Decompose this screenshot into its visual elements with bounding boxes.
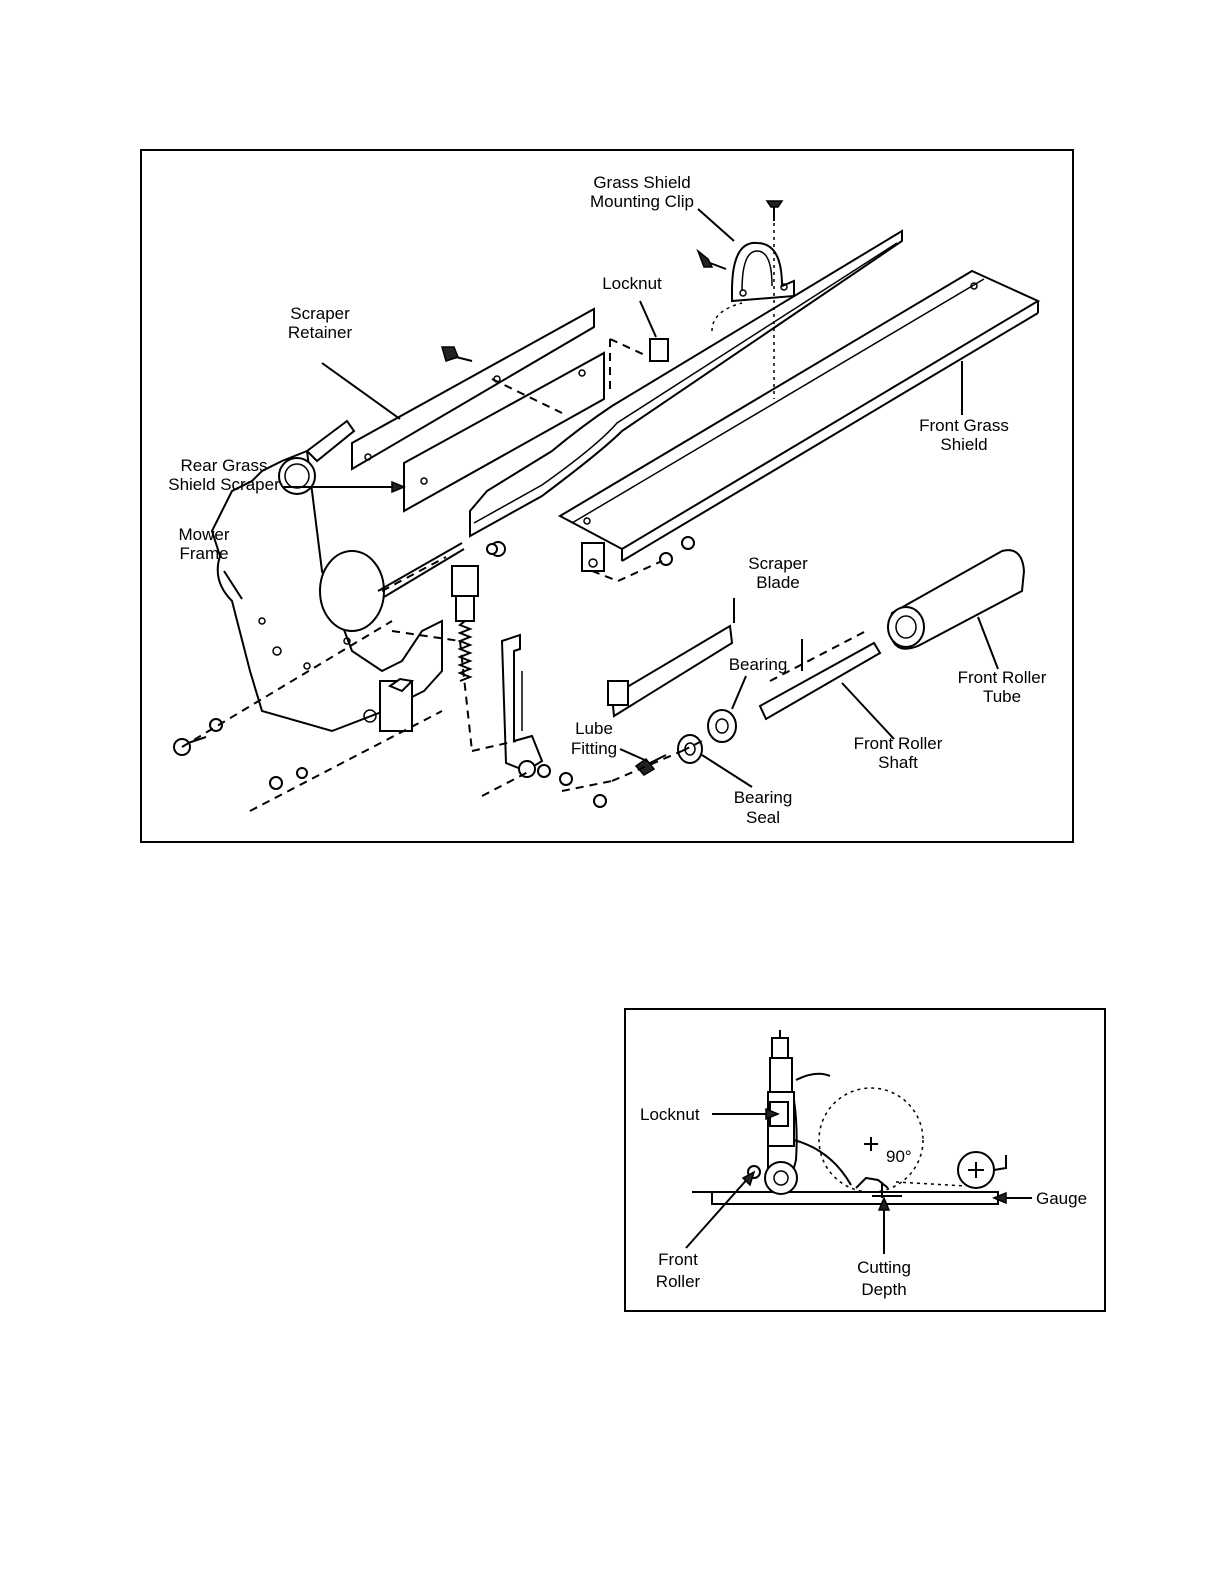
fig2-label-cutting-depth-1: Cutting xyxy=(857,1258,911,1277)
exploded-view-panel: Grass Shield Mounting Clip Locknut Scrap… xyxy=(140,149,1074,843)
reel-and-roller xyxy=(794,1088,1006,1198)
label-grass-shield-2: Mounting Clip xyxy=(590,192,694,211)
scraper-blade-part xyxy=(608,626,732,716)
label-lube-fitting-2: Fitting xyxy=(571,739,617,758)
label-front-roller-shaft-1: Front Roller xyxy=(854,734,943,753)
gauge-bar xyxy=(692,1192,998,1204)
label-bearing-seal-2: Seal xyxy=(746,808,780,827)
label-lube-fitting-1: Lube xyxy=(575,719,613,738)
label-front-roller-tube-2: Tube xyxy=(983,687,1021,706)
label-rear-scraper-1: Rear Grass xyxy=(181,456,268,475)
label-locknut: Locknut xyxy=(602,274,662,293)
label-bearing: Bearing xyxy=(729,655,788,674)
label-front-grass-shield-1: Front Grass xyxy=(919,416,1009,435)
exploded-view-diagram: Grass Shield Mounting Clip Locknut Scrap… xyxy=(142,151,1072,841)
label-bearing-seal-1: Bearing xyxy=(734,788,793,807)
label-front-roller-shaft-2: Shaft xyxy=(878,753,918,772)
label-mower-frame-2: Frame xyxy=(179,544,228,563)
fig2-label-front-roller-2: Roller xyxy=(656,1272,701,1291)
label-front-roller-tube-1: Front Roller xyxy=(958,668,1047,687)
cutting-depth-panel: Locknut 90° Gauge Front Roller Cutting D… xyxy=(624,1008,1106,1312)
fig2-label-angle: 90° xyxy=(886,1147,912,1166)
label-scraper-retainer-1: Scraper xyxy=(290,304,350,323)
locknut-part xyxy=(650,339,668,361)
fig2-label-front-roller-1: Front xyxy=(658,1250,698,1269)
label-front-grass-shield-2: Shield xyxy=(940,435,987,454)
label-scraper-blade-2: Blade xyxy=(756,573,799,592)
fig2-label-gauge: Gauge xyxy=(1036,1189,1087,1208)
label-rear-scraper-2: Shield Scraper xyxy=(168,475,280,494)
label-grass-shield-1: Grass Shield xyxy=(593,173,690,192)
label-mower-frame-1: Mower xyxy=(178,525,229,544)
adjuster-bracket xyxy=(748,1030,830,1194)
label-scraper-blade-1: Scraper xyxy=(748,554,808,573)
fig2-label-locknut: Locknut xyxy=(640,1105,700,1124)
cutting-depth-diagram: Locknut 90° Gauge Front Roller Cutting D… xyxy=(626,1010,1104,1310)
label-scraper-retainer-2: Retainer xyxy=(288,323,353,342)
mounting-clip-part xyxy=(732,243,794,301)
fig2-label-cutting-depth-2: Depth xyxy=(861,1280,906,1299)
side-bracket-part xyxy=(502,635,550,777)
